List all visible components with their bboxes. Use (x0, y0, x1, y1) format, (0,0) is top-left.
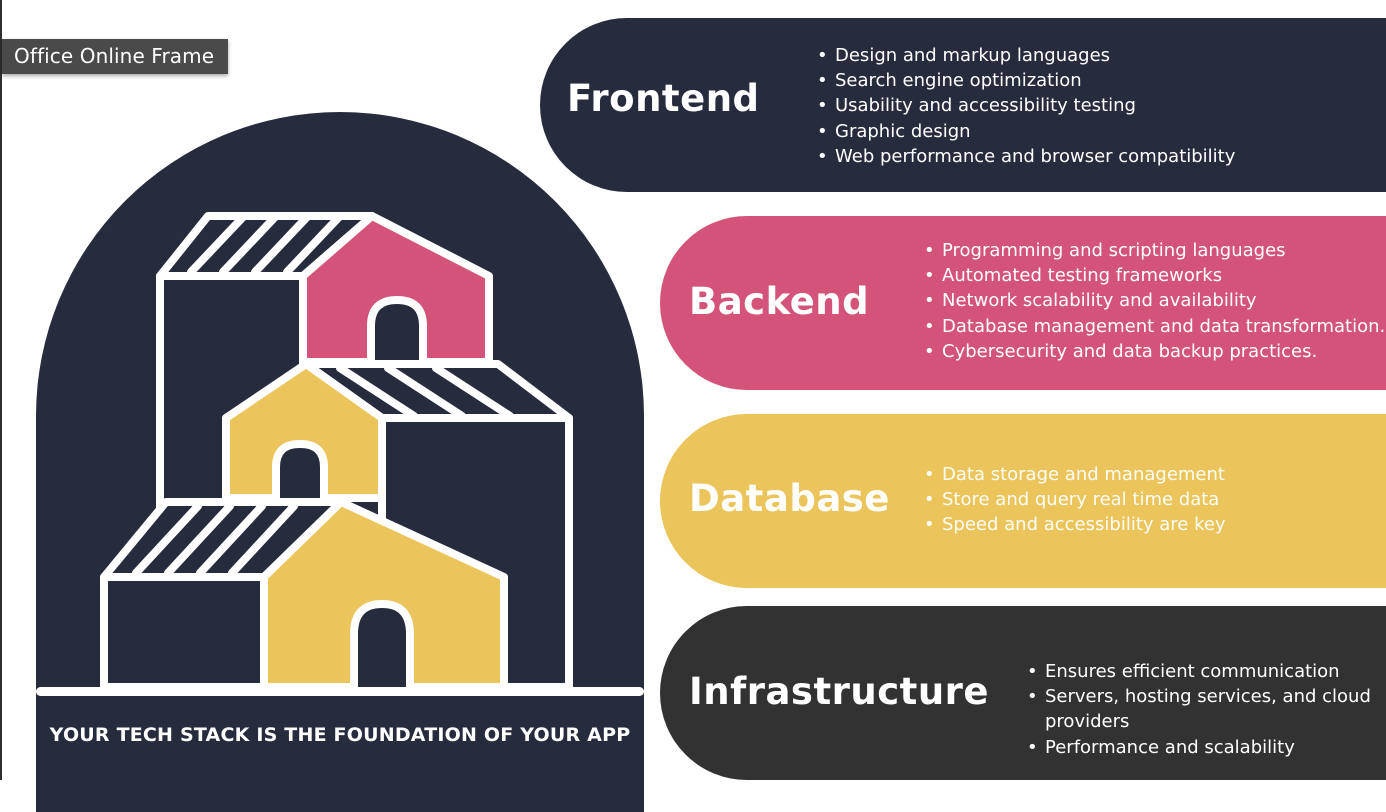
top-pink-house (299, 212, 493, 366)
infrastructure-list: Ensures efficient communication Servers,… (1027, 659, 1385, 760)
office-online-frame-label[interactable]: Office Online Frame (2, 39, 229, 74)
list-item: Usability and accessibility testing (817, 93, 1235, 118)
backend-band: Backend Programming and scripting langua… (660, 216, 1386, 390)
frontend-band: Frontend Design and markup languages Sea… (540, 18, 1386, 192)
frontend-list: Design and markup languages Search engin… (817, 43, 1235, 169)
list-item: Speed and accessibility are key (924, 512, 1226, 537)
list-item: Servers, hosting services, and cloud pro… (1027, 684, 1385, 734)
bottom-yellow-door (350, 600, 414, 691)
top-pink-door (367, 296, 427, 366)
list-item: Web performance and browser compatibilit… (817, 144, 1235, 169)
foundation-line (36, 687, 644, 696)
database-list: Data storage and management Store and qu… (924, 462, 1226, 538)
foundation-caption: YOUR TECH STACK IS THE FOUNDATION OF YOU… (49, 724, 631, 746)
illustration-arch (36, 112, 644, 812)
list-item: Search engine optimization (817, 68, 1235, 93)
list-item: Programming and scripting languages (924, 238, 1385, 263)
bottom-yellow-house (260, 498, 508, 691)
frontend-title: Frontend (567, 77, 760, 120)
list-item: Automated testing frameworks (924, 263, 1385, 288)
backend-list: Programming and scripting languages Auto… (924, 238, 1385, 364)
list-item: Data storage and management (924, 462, 1226, 487)
list-item: Network scalability and availability (924, 288, 1385, 313)
middle-yellow-house (222, 360, 386, 502)
list-item: Performance and scalability (1027, 735, 1385, 760)
database-band: Database Data storage and management Sto… (660, 414, 1386, 588)
database-title: Database (689, 477, 890, 520)
backend-title: Backend (689, 280, 870, 323)
middle-yellow-door (272, 440, 328, 502)
infrastructure-title: Infrastructure (689, 670, 990, 713)
list-item: Design and markup languages (817, 43, 1235, 68)
list-item: Cybersecurity and data backup practices. (924, 339, 1385, 364)
list-item: Database management and data transformat… (924, 314, 1385, 339)
buildings-illustration (100, 212, 573, 691)
list-item: Store and query real time data (924, 487, 1226, 512)
infrastructure-band: Infrastructure Ensures efficient communi… (660, 606, 1386, 780)
bottom-left-block (100, 573, 268, 691)
list-item: Graphic design (817, 119, 1235, 144)
list-item: Ensures efficient communication (1027, 659, 1385, 684)
